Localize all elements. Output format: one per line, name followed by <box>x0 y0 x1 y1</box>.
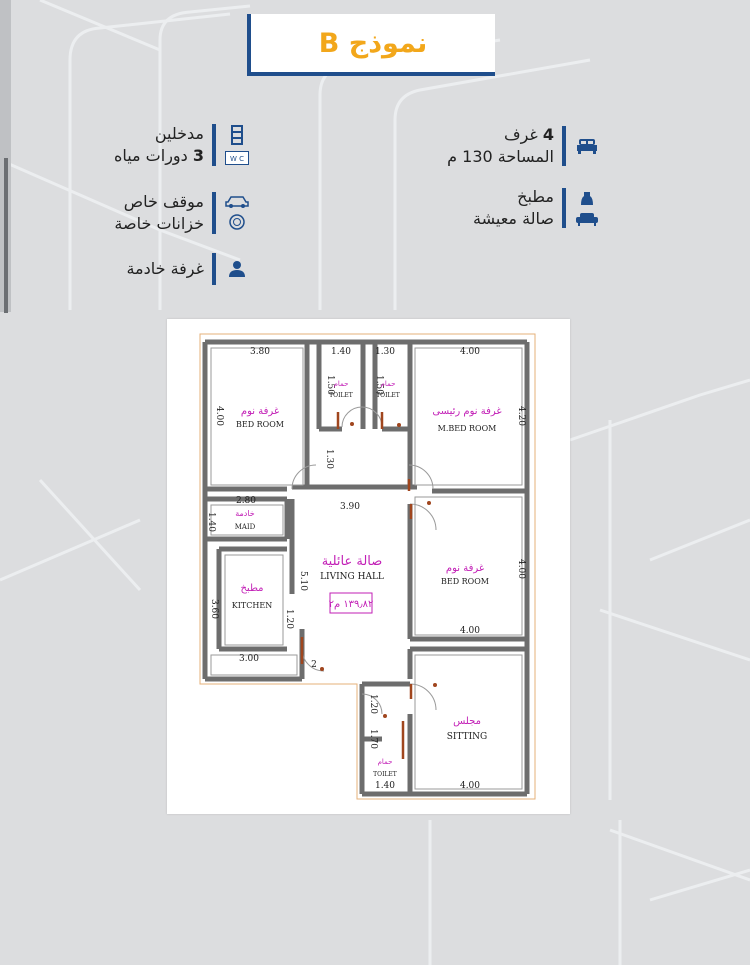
rooms-count: 4 <box>542 125 554 144</box>
dim-label: 1.30 <box>375 347 395 357</box>
spec-text: موقف خاص خزانات خاصة <box>114 191 204 235</box>
person-icon <box>229 261 245 277</box>
area-value: ١٣٩٫٨٢ م٢ <box>329 599 374 610</box>
wc-icon-label: W C <box>230 155 244 163</box>
spec-divider <box>562 188 566 228</box>
bathrooms-label: دورات مياه <box>113 146 193 165</box>
room-label-ar: حمام <box>378 758 393 766</box>
dim-label: 4.00 <box>516 559 526 579</box>
spec-divider <box>212 124 216 166</box>
left-edge-scroll-indicator <box>4 158 8 313</box>
dim-label: 1.20 <box>284 609 294 629</box>
area-label: المساحة 130 م <box>447 147 554 166</box>
bathrooms-count: 3 <box>192 146 204 165</box>
room-label-ar: حمام <box>334 380 349 388</box>
floor-plan: 3.80 1.40 1.30 4.00 4.00 4.20 1.50 1.50 … <box>199 333 536 800</box>
room-label-ar: مطبخ <box>240 583 263 594</box>
dim-label: 1.70 <box>368 729 378 749</box>
spec-text: مطبخ صالة معيشة <box>473 186 554 230</box>
parking-label: موقف خاص <box>123 192 204 211</box>
dim-label: 1.30 <box>324 449 334 469</box>
dim-label: 2 <box>311 660 317 670</box>
spec-divider <box>562 126 566 166</box>
room-label-ar: غرفة نوم رئيسى <box>432 406 501 417</box>
room-label-ar: مجلس <box>453 716 481 727</box>
spec-parking-tanks: موقف خاص خزانات خاصة <box>90 190 250 236</box>
kitchen-icon <box>581 192 593 205</box>
spec-rooms-area: 4 غرف المساحة 130 م <box>420 124 600 168</box>
area-box <box>329 592 373 614</box>
model-title-box: نموذج B <box>247 14 495 76</box>
room-label-en: TOILET <box>376 392 400 399</box>
dim-label: 3.00 <box>239 654 259 664</box>
dim-label: 4.20 <box>516 406 526 426</box>
room-label-en: LIVING HALL <box>320 572 384 582</box>
tanks-label: خزانات خاصة <box>114 214 204 233</box>
car-icon <box>225 196 249 208</box>
wc-icon: W C <box>225 151 249 165</box>
room-label-ar: صالة عائلية <box>322 554 383 569</box>
room-label-en: SITTING <box>447 732 488 742</box>
room-label-en: TOILET <box>329 392 353 399</box>
spec-text: مدخلين 3 دورات مياه <box>114 123 204 167</box>
dim-label: 4.00 <box>214 406 224 426</box>
dim-label: 4.00 <box>460 781 480 791</box>
spec-text: 4 غرف المساحة 130 م <box>447 124 554 168</box>
dim-label: 2.80 <box>236 496 256 506</box>
spec-entrances-bathrooms: W C مدخلين 3 دورات مياه <box>90 122 250 168</box>
room-label-ar: خادمة <box>235 509 255 518</box>
room-label-ar: حمام <box>381 380 396 388</box>
rooms-label: غرف <box>503 125 543 144</box>
dim-label: 3.80 <box>250 347 270 357</box>
spec-maid-room: غرفة خادمة <box>90 252 250 286</box>
dim-label: 1.40 <box>375 781 395 791</box>
living-label: صالة معيشة <box>473 209 554 228</box>
left-edge-panel <box>0 0 11 312</box>
kitchen-label: مطبخ <box>517 187 554 206</box>
dim-label: 1.40 <box>331 347 351 357</box>
spec-divider <box>212 253 216 285</box>
dim-label: 4.00 <box>460 626 480 636</box>
spec-divider <box>212 192 216 234</box>
dim-label: 3.60 <box>209 599 219 619</box>
dim-label: 4.00 <box>460 347 480 357</box>
room-label-en: BED ROOM <box>236 420 284 429</box>
dim-label: 3.90 <box>340 502 360 512</box>
room-label-en: KITCHEN <box>232 601 272 610</box>
sofa-icon <box>576 213 598 226</box>
maid-room-label: غرفة خادمة <box>126 259 204 278</box>
room-label-en: M.BED ROOM <box>438 424 497 433</box>
spec-text: غرفة خادمة <box>126 258 204 280</box>
dim-label: 1.20 <box>368 694 378 714</box>
room-label-en: BED ROOM <box>441 577 489 586</box>
dim-label: 5.10 <box>298 571 308 591</box>
dim-label: 1.50 <box>325 375 335 395</box>
tank-icon <box>229 214 245 230</box>
room-label-en: TOILET <box>373 771 397 778</box>
entrances-label: مدخلين <box>154 124 204 143</box>
dim-label: 1.50 <box>374 375 384 395</box>
floor-plan-card: 3.80 1.40 1.30 4.00 4.00 4.20 1.50 1.50 … <box>167 319 570 814</box>
spec-kitchen-living: مطبخ صالة معيشة <box>420 186 600 230</box>
room-label-en: MAID <box>235 523 256 531</box>
door-icon <box>231 125 243 145</box>
dim-label: 1.40 <box>206 512 216 532</box>
bed-icon <box>577 139 597 154</box>
room-label-ar: غرفة نوم <box>446 563 484 574</box>
room-label-ar: غرفة نوم <box>241 406 279 417</box>
model-title: نموذج B <box>318 27 428 59</box>
